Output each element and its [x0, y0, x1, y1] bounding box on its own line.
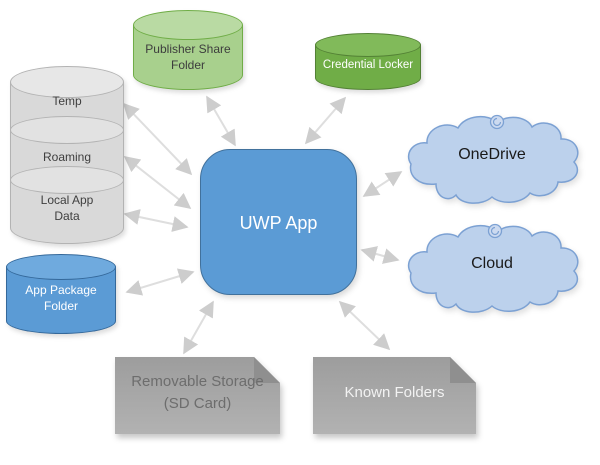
node-cloud: Cloud	[403, 221, 581, 316]
cylinder-top-rim	[315, 33, 421, 57]
snip-corner-shape	[313, 357, 476, 434]
cylinder-top-rim	[133, 10, 243, 40]
cloud-shape	[407, 114, 579, 204]
node-app-package-folder: App Package Folder	[6, 254, 116, 334]
cloud-shape	[407, 223, 579, 313]
arrow-uwp-local-app-data	[123, 209, 189, 232]
node-publisher-share-folder: Publisher Share Folder	[133, 10, 243, 90]
node-known-folders: Known Folders	[313, 357, 476, 434]
node-app-data-stack: Temp Roaming Local App Data	[10, 66, 124, 244]
roaming-label: Roaming	[42, 150, 92, 164]
known-folders-label: Known Folders	[344, 384, 445, 401]
arrow-uwp-removable-storage	[183, 300, 214, 355]
arrow-uwp-publisher-share-folder	[206, 95, 236, 147]
node-credential-locker: Credential Locker	[315, 33, 421, 90]
corner-fold	[450, 357, 476, 383]
arrow-uwp-known-folders	[338, 300, 391, 351]
app-package-folder-label: App Package Folder	[25, 283, 97, 314]
publisher-share-folder-label: Publisher Share Folder	[145, 42, 231, 72]
node-removable-storage: Removable Storage (SD Card)	[115, 357, 280, 434]
cylinder-divider-rim	[10, 116, 124, 144]
cylinder-divider-rim	[10, 166, 124, 194]
temp-label: Temp	[52, 94, 82, 108]
arrow-uwp-app-package-folder	[125, 268, 195, 296]
cloud-swirl-icon	[489, 114, 505, 130]
credential-locker-label: Credential Locker	[322, 59, 414, 71]
cylinder-top-rim	[6, 254, 116, 280]
arrow-uwp-credential-locker	[304, 96, 347, 145]
node-onedrive: OneDrive	[403, 112, 581, 207]
snip-corner-shape	[115, 357, 280, 434]
arrow-uwp-roaming	[123, 156, 192, 209]
arrow-uwp-onedrive	[362, 171, 403, 197]
cloud-label: Cloud	[471, 255, 513, 272]
arrow-uwp-cloud	[360, 246, 400, 264]
uwp-app-label: UWP App	[239, 213, 318, 233]
cylinder-top-rim	[10, 66, 124, 98]
onedrive-label: OneDrive	[458, 146, 526, 163]
local-app-data-label: Local App Data	[40, 193, 94, 224]
removable-storage-label: Removable Storage (SD Card)	[131, 373, 264, 412]
cylinder-body	[10, 82, 124, 244]
node-uwp-app: UWP App	[200, 149, 357, 295]
cloud-swirl-icon	[487, 223, 503, 239]
